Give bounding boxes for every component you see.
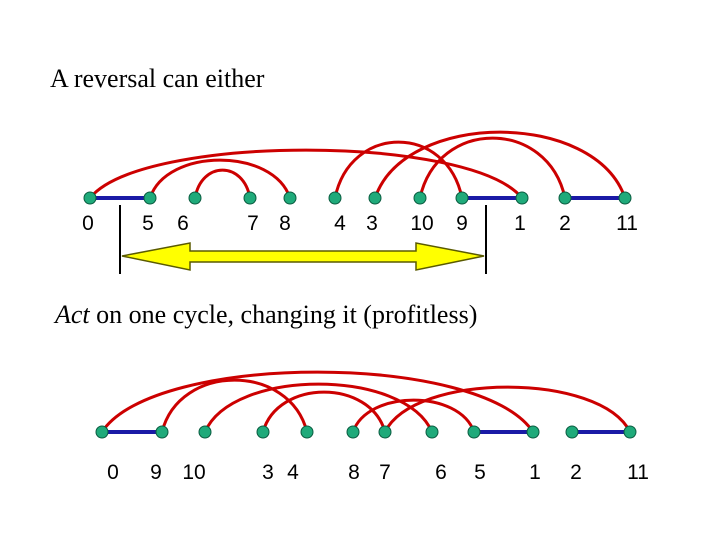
bottom-node-0: [95, 425, 109, 439]
caption-emphasis: Act: [55, 300, 90, 329]
reversal-marker: [119, 205, 487, 274]
bottom-node-8: [346, 425, 360, 439]
caption-rest: on one cycle, changing it (profitless): [89, 300, 478, 329]
bottom-node-2: [565, 425, 579, 439]
top-label-0: 0: [82, 212, 94, 235]
top-gray-edge-3-11: [373, 130, 627, 199]
bottom-nodes: [95, 425, 637, 439]
top-label-9: 9: [456, 212, 468, 235]
top-label-5: 5: [142, 212, 154, 235]
top-label-3: 3: [366, 212, 378, 235]
bottom-label-6: 6: [435, 461, 447, 484]
bottom-node-4: [300, 425, 314, 439]
bottom-node-7: [378, 425, 392, 439]
top-label-10: 10: [410, 212, 433, 235]
top-node-9: [455, 191, 469, 205]
top-label-11: 11: [616, 212, 638, 235]
bottom-gray-edge-10-6: [203, 382, 434, 433]
top-node-5: [143, 191, 157, 205]
top-node-8: [283, 191, 297, 205]
top-nodes: [83, 191, 632, 205]
bottom-label-11: 11: [627, 461, 649, 484]
top-gray-edge-0-1: [88, 148, 524, 199]
top-node-7: [243, 191, 257, 205]
top-node-10: [413, 191, 427, 205]
bottom-label-10: 10: [182, 461, 205, 484]
bottom-node-9: [155, 425, 169, 439]
top-node-3: [368, 191, 382, 205]
bottom-label-7: 7: [379, 461, 391, 484]
bottom-label-1: 1: [529, 461, 541, 484]
bottom-gray-edge-7-11: [383, 385, 632, 433]
bottom-gray-edge-8-5: [351, 398, 476, 433]
top-label-1: 1: [514, 212, 526, 235]
bottom-node-3: [256, 425, 270, 439]
bottom-gray-edge-0-1: [100, 370, 535, 433]
top-label-6: 6: [177, 212, 189, 235]
bottom-node-11: [623, 425, 637, 439]
top-node-11: [618, 191, 632, 205]
top-gray-edge-6-7: [193, 168, 252, 199]
bottom-label-3: 3: [262, 461, 274, 484]
slide-title: A reversal can either: [50, 64, 265, 93]
bottom-node-1: [526, 425, 540, 439]
top-label-2: 2: [559, 212, 571, 235]
top-node-2: [558, 191, 572, 205]
top-label-4: 4: [334, 212, 346, 235]
bottom-label-8: 8: [348, 461, 360, 484]
bottom-label-0: 0: [107, 461, 119, 484]
reversal-double-arrow: [121, 242, 485, 271]
bottom-label-5: 5: [474, 461, 486, 484]
top-node-0: [83, 191, 97, 205]
bottom-gray-edge-3-7: [261, 390, 387, 433]
bottom-node-10: [198, 425, 212, 439]
bottom-node-5: [467, 425, 481, 439]
top-node-1: [515, 191, 529, 205]
bottom-label-9: 9: [150, 461, 162, 484]
top-gray-edge-10-2: [418, 136, 567, 199]
bottom-arcs: [100, 370, 632, 433]
top-gray-edge-5-8: [148, 158, 292, 199]
bottom-label-2: 2: [570, 461, 582, 484]
top-node-6: [188, 191, 202, 205]
top-label-8: 8: [279, 212, 291, 235]
top-arcs: [88, 130, 627, 199]
top-label-7: 7: [247, 212, 259, 235]
caption: Act on one cycle, changing it (profitles…: [55, 300, 477, 330]
bottom-node-6: [425, 425, 439, 439]
bottom-label-4: 4: [287, 461, 299, 484]
bottom-gray-edge-9-4: [160, 378, 309, 433]
top-node-4: [328, 191, 342, 205]
top-gray-edge-4-9: [333, 140, 464, 199]
